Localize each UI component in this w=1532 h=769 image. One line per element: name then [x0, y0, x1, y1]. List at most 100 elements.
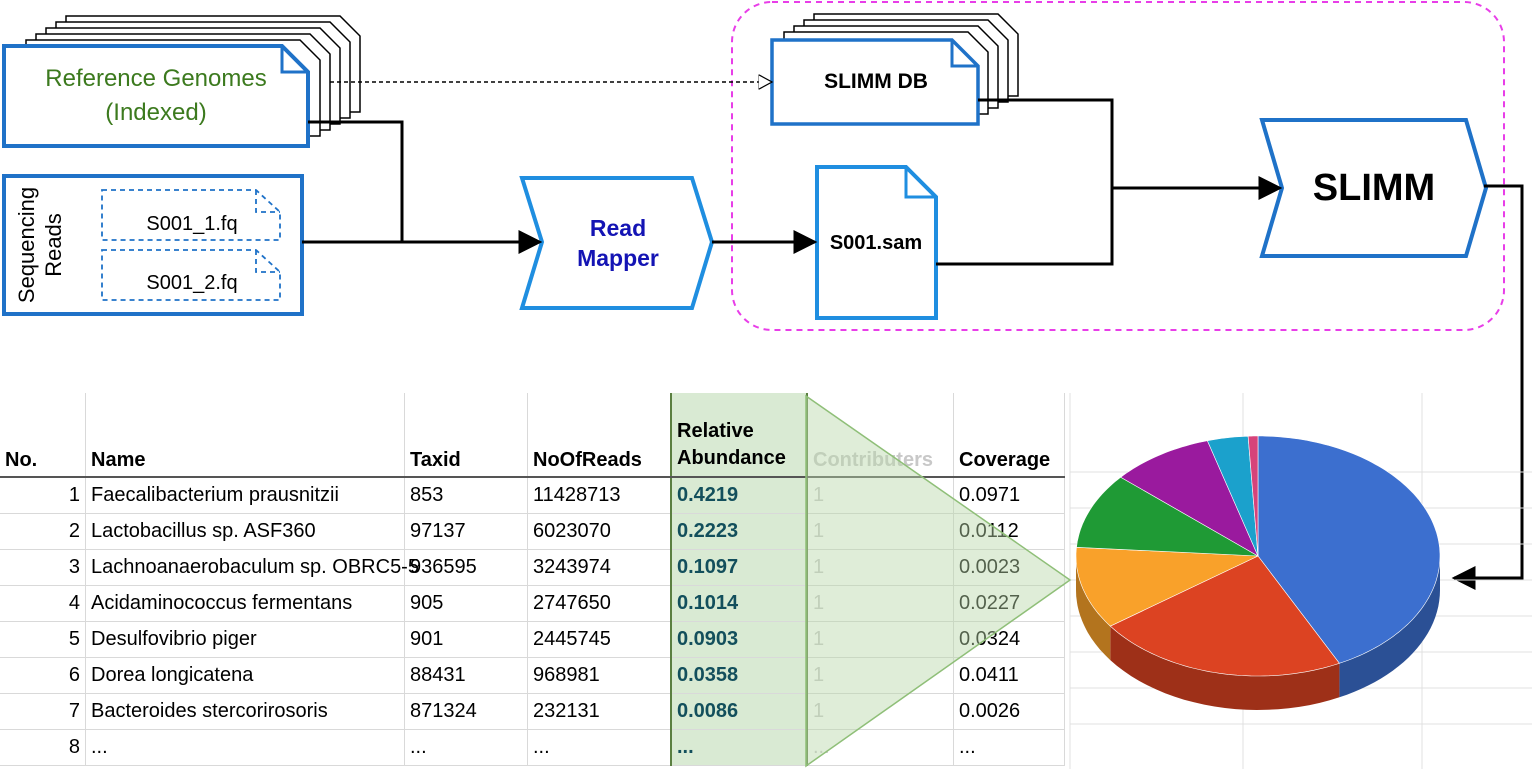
cell-contributers: 1: [807, 477, 954, 514]
col-header-contributers: Contributers: [807, 393, 954, 478]
cell-reads: 6023070: [527, 513, 672, 550]
col-header-coverage: Coverage: [953, 393, 1065, 478]
edge-sam-to-junction: [936, 188, 1114, 266]
col-header-no: No.: [0, 393, 86, 478]
cell-taxid: 936595: [404, 549, 528, 586]
pie-slice-side: [1076, 556, 1111, 661]
cell-no: 2: [0, 513, 86, 550]
cell-contributers: 1: [807, 693, 954, 730]
cell-taxid: 901: [404, 621, 528, 658]
reference-genomes-stack: [2, 15, 361, 148]
edge-slimm-to-chart: [1451, 184, 1524, 590]
slimm-db-document: [770, 38, 980, 126]
pie-slice: [1257, 435, 1441, 664]
pie-slice: [1247, 435, 1259, 557]
reference-genomes-document: [2, 44, 310, 148]
pie-slice: [1075, 546, 1259, 627]
rel-header-line2: Abundance: [677, 447, 786, 469]
col-header-name: Name: [85, 393, 405, 478]
cell-contributers: 1: [807, 657, 954, 694]
cell-reads: 11428713: [527, 477, 672, 514]
slimm-group-boundary: [731, 1, 1505, 331]
cell-coverage: ...: [953, 729, 1065, 766]
cell-relative-abundance: 0.0086: [670, 693, 808, 730]
cell-contributers: 1: [807, 585, 954, 622]
pie-slice: [1109, 555, 1340, 677]
cell-taxid: 97137: [404, 513, 528, 550]
cell-name: Lachnoanaerobaculum sp. OBRC5-5: [85, 549, 419, 586]
fastq-file-2: [101, 249, 281, 301]
cell-contributers: 1: [807, 549, 954, 586]
cell-reads: 2747650: [527, 585, 672, 622]
cell-coverage: 0.0227: [953, 585, 1065, 622]
cell-reads: 3243974: [527, 549, 672, 586]
cell-reads: 968981: [527, 657, 672, 694]
read-mapper-label-2: Mapper: [577, 245, 659, 271]
fastq-file-1: [101, 189, 281, 241]
cell-name: Desulfovibrio piger: [85, 621, 405, 658]
cell-no: 1: [0, 477, 86, 514]
cell-name: Dorea longicatena: [85, 657, 405, 694]
cell-name: Faecalibacterium prausnitzii: [85, 477, 405, 514]
slimm-label: SLIMM: [1313, 167, 1435, 209]
sam-file-label: S001.sam: [830, 232, 922, 254]
cell-name: Bacteroides stercorirosoris: [85, 693, 405, 730]
cell-relative-abundance: 0.0903: [670, 621, 808, 658]
table-row: 8..................: [0, 729, 1065, 766]
cell-no: 5: [0, 621, 86, 658]
cell-name: Acidaminococcus fermentans: [85, 585, 405, 622]
sam-file-document: [815, 165, 938, 320]
cell-coverage: 0.0411: [953, 657, 1065, 694]
cell-no: 4: [0, 585, 86, 622]
cell-relative-abundance: 0.4219: [670, 477, 808, 514]
rel-header-line1: Relative: [677, 420, 754, 442]
read-mapper-label: Read: [590, 215, 646, 241]
cell-reads: 232131: [527, 693, 672, 730]
cell-name: ...: [85, 729, 405, 766]
cell-coverage: 0.0971: [953, 477, 1065, 514]
read-mapper-shape: [519, 176, 715, 310]
cell-contributers: ...: [807, 729, 954, 766]
cell-contributers: 1: [807, 621, 954, 658]
cell-reads: ...: [527, 729, 672, 766]
cell-taxid: 871324: [404, 693, 528, 730]
cell-no: 6: [0, 657, 86, 694]
cell-taxid: ...: [404, 729, 528, 766]
col-header-reads: NoOfReads: [527, 393, 672, 478]
cell-reads: 2445745: [527, 621, 672, 658]
pie-slice: [1076, 476, 1259, 557]
cell-no: 3: [0, 549, 86, 586]
fastq-file-2-label: S001_2.fq: [146, 272, 237, 294]
fastq-file-1-label: S001_1.fq: [146, 213, 237, 235]
pie-slice-side: [1110, 626, 1340, 710]
reference-genomes-sublabel: (Indexed): [105, 99, 206, 126]
cell-relative-abundance: 0.1014: [670, 585, 808, 622]
cell-name: Lactobacillus sp. ASF360: [85, 513, 405, 550]
slimm-db-stack: [770, 13, 1019, 126]
cell-relative-abundance: 0.0358: [670, 657, 808, 694]
cell-coverage: 0.0023: [953, 549, 1065, 586]
cell-taxid: 88431: [404, 657, 528, 694]
col-header-taxid: Taxid: [404, 393, 528, 478]
cell-relative-abundance: ...: [670, 729, 808, 766]
cell-taxid: 905: [404, 585, 528, 622]
abundance-pie-chart: [1075, 435, 1441, 710]
sequencing-reads-label: Sequencing: [14, 187, 39, 303]
cell-relative-abundance: 0.1097: [670, 549, 808, 586]
pie-slice: [1206, 435, 1259, 557]
edge-db-to-junction: [978, 98, 1114, 188]
cell-coverage: 0.0026: [953, 693, 1065, 730]
cell-coverage: 0.0112: [953, 513, 1065, 550]
cell-relative-abundance: 0.2223: [670, 513, 808, 550]
slimm-db-label: SLIMM DB: [824, 70, 928, 93]
